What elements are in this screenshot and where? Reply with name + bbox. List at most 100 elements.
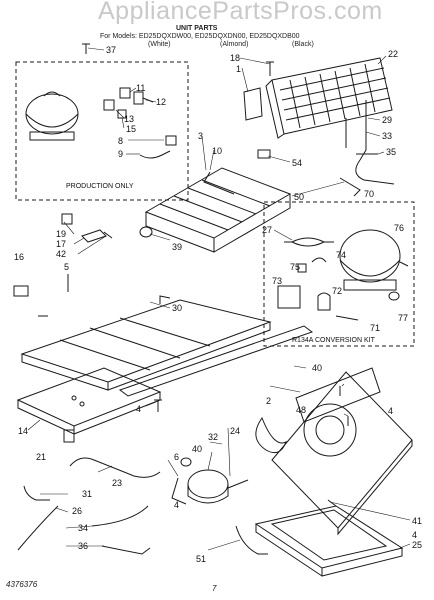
screw-42 <box>103 231 113 239</box>
fan-motor <box>187 469 249 504</box>
label-31: 31 <box>82 489 92 499</box>
tube-26 <box>17 505 59 551</box>
fan-blade <box>255 416 287 454</box>
label-72: 72 <box>332 286 342 296</box>
color-almond: (Almond) <box>220 41 249 48</box>
grommet-39 <box>139 226 153 238</box>
label-37: 37 <box>106 45 116 55</box>
label-73: 73 <box>272 276 282 286</box>
production-only-box <box>15 61 189 201</box>
label-26: 26 <box>72 506 82 516</box>
label-4-motor: 4 <box>174 500 179 510</box>
label-40-top: 40 <box>312 363 322 373</box>
label-24: 24 <box>230 426 240 436</box>
label-54: 54 <box>292 158 302 168</box>
label-19: 19 <box>56 229 66 239</box>
screw-18 <box>266 61 274 76</box>
label-14: 14 <box>18 426 28 436</box>
label-27: 27 <box>262 225 272 235</box>
label-3: 3 <box>198 131 203 141</box>
model-list: For Models: ED25DQXDW00, ED25DQXDN00, ED… <box>100 33 300 40</box>
watermark: AppliancePartsPros.com <box>98 0 383 25</box>
label-42: 42 <box>56 249 66 259</box>
label-50: 50 <box>294 192 304 202</box>
label-8: 8 <box>118 136 123 146</box>
base-frame <box>20 295 272 391</box>
label-13: 13 <box>124 114 134 124</box>
part-19 <box>61 213 73 225</box>
production-only-label: PRODUCTION ONLY <box>66 183 134 190</box>
compressor-production <box>25 91 79 141</box>
label-4-right: 4 <box>388 406 393 416</box>
evaporator-coil <box>144 167 292 253</box>
label-32: 32 <box>208 432 218 442</box>
label-39: 39 <box>172 242 182 252</box>
label-4-pan: 4 <box>412 530 417 540</box>
tube-34 <box>91 505 149 527</box>
rail-48 <box>118 325 314 397</box>
label-75: 75 <box>290 262 300 272</box>
label-29: 29 <box>382 115 392 125</box>
part-16 <box>13 285 29 297</box>
fan-bracket <box>271 367 413 536</box>
terminal-54 <box>257 149 271 159</box>
label-22: 22 <box>388 49 398 59</box>
tube-5 <box>38 274 69 317</box>
drain-pan <box>254 505 404 577</box>
diagram-title: UNIT PARTS <box>176 25 218 32</box>
label-77: 77 <box>398 313 408 323</box>
wire-74 <box>311 257 327 263</box>
doc-number: 4376376 <box>6 580 38 589</box>
screw-37 <box>82 43 90 54</box>
label-6: 6 <box>174 452 179 462</box>
motor-bracket <box>171 477 187 505</box>
label-51: 51 <box>196 554 206 564</box>
part-75 <box>297 263 307 273</box>
label-2: 2 <box>266 396 271 406</box>
label-18: 18 <box>230 53 240 63</box>
label-9: 9 <box>118 149 123 159</box>
label-15: 15 <box>126 124 136 134</box>
drip-pan <box>16 367 162 435</box>
color-white: (White) <box>148 41 171 48</box>
cord-71 <box>335 315 359 321</box>
defrost-heater <box>203 171 235 195</box>
condenser-coil <box>265 57 393 139</box>
tube-50 <box>339 177 361 197</box>
part-21 <box>63 429 75 443</box>
tube-51 <box>235 525 268 555</box>
label-4-left: 4 <box>136 404 141 414</box>
grommet-40 <box>180 457 192 467</box>
label-33: 33 <box>382 131 392 141</box>
tube-31 <box>23 485 50 501</box>
label-21: 21 <box>36 452 46 462</box>
label-12: 12 <box>156 97 166 107</box>
tube-29-33 <box>345 100 395 185</box>
label-23: 23 <box>112 478 122 488</box>
label-30: 30 <box>172 303 182 313</box>
grommet-77 <box>388 291 400 301</box>
relay-73 <box>277 285 301 309</box>
label-11: 11 <box>136 83 145 93</box>
screw-41 <box>327 499 337 507</box>
label-48: 48 <box>296 405 306 415</box>
label-41: 41 <box>412 516 422 526</box>
label-71: 71 <box>370 323 380 333</box>
label-35: 35 <box>386 147 396 157</box>
tube-36 <box>101 545 151 555</box>
label-10: 10 <box>212 146 222 156</box>
label-5: 5 <box>64 262 69 272</box>
label-17: 17 <box>56 239 66 249</box>
label-16: 16 <box>14 252 24 262</box>
power-cord <box>139 135 177 159</box>
color-black: (Black) <box>292 41 314 48</box>
label-25: 25 <box>412 540 422 550</box>
screw-4-left <box>154 399 162 412</box>
compressor-76 <box>339 229 409 291</box>
label-76: 76 <box>394 223 404 233</box>
page-number: 7 <box>212 584 217 593</box>
label-36: 36 <box>78 541 88 551</box>
overload-72 <box>317 292 331 311</box>
label-70: 70 <box>364 189 374 199</box>
